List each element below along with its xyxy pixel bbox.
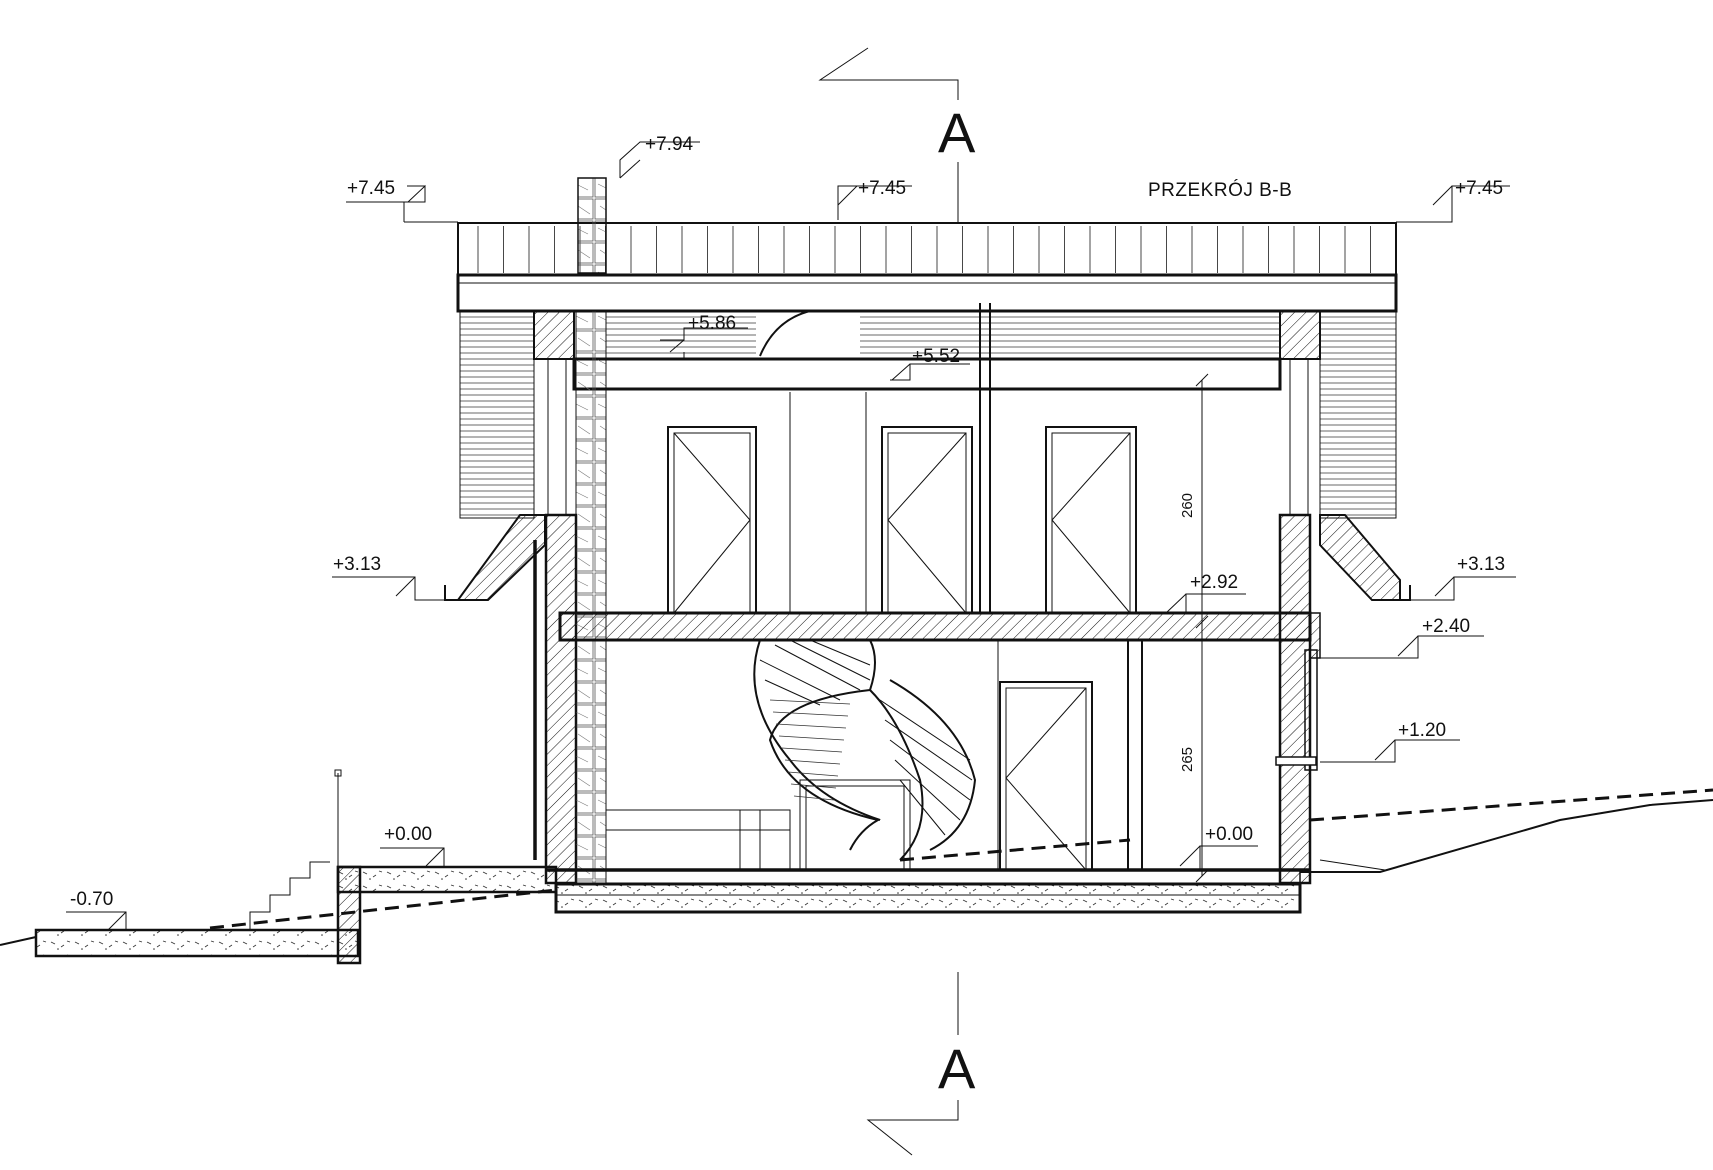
level-roof-right-label: +7.45 (1455, 178, 1503, 199)
level-roof-mid: +7.45 (837, 178, 912, 220)
stair-tread (769, 699, 851, 705)
stair-tread (787, 771, 839, 777)
wall-left (533, 310, 607, 885)
level-ground-floor-label: +0.00 (1205, 824, 1253, 845)
level-roof-right: +7.45 (1396, 178, 1510, 223)
level-chimney-label: +7.94 (645, 134, 694, 155)
stair-tread (784, 759, 841, 765)
level-terrace: +0.00 (380, 824, 445, 867)
level-garden: -0.70 (66, 889, 127, 931)
upper-door-3 (1045, 426, 1137, 614)
section-title: PRZEKRÓJ B-B (1148, 179, 1292, 201)
terrain (0, 788, 1713, 946)
sofa (605, 809, 791, 871)
level-first-floor: +2.92 (1165, 572, 1246, 614)
level-first-floor-label: +2.92 (1190, 572, 1238, 593)
level-window-top-label: +2.40 (1422, 616, 1470, 637)
spiral-stair (753, 639, 977, 861)
stair-tread (772, 711, 849, 717)
dimension-lower: 265 (1179, 622, 1209, 883)
level-chimney: +7.94 (619, 134, 700, 179)
lower-height-label: 265 (1179, 747, 1196, 772)
chimney (577, 177, 607, 274)
level-attic-label: +5.86 (688, 313, 736, 334)
level-roof-left: +7.45 (346, 178, 458, 223)
level-eaves-left: +3.13 (332, 554, 445, 601)
level-attic: +5.86 (660, 313, 748, 358)
level-ceiling-upper: +5.52 (890, 346, 970, 381)
eaves-right (1319, 514, 1411, 601)
section-mark-bottom: A (866, 972, 976, 1156)
stair-tread (778, 735, 845, 741)
upper-door-2 (881, 426, 973, 614)
level-eaves-right-label: +3.13 (1457, 554, 1505, 575)
stair-tread (793, 795, 835, 801)
level-roof-mid-label: +7.45 (858, 178, 906, 199)
lower-opening (799, 779, 911, 871)
lower-door (999, 681, 1093, 871)
section-mark-top: A (818, 47, 976, 242)
terrace (34, 769, 558, 965)
stair-tread (775, 723, 847, 729)
upper-height-label: 260 (1179, 493, 1196, 518)
first-floor-slab (558, 611, 1312, 642)
section-mark-top-label: A (938, 101, 976, 164)
section-mark-bottom-label: A (938, 1037, 976, 1100)
stair-tread (781, 747, 843, 753)
attic-walls (459, 310, 1397, 519)
level-ground-floor: +0.00 (1174, 824, 1258, 871)
level-window-sill-label: +1.20 (1398, 720, 1446, 741)
upper-doors (667, 426, 1137, 614)
ground-slab (546, 868, 1310, 914)
upper-door-1 (667, 426, 757, 614)
level-eaves-left-label: +3.13 (333, 554, 381, 575)
stair-tread (790, 783, 837, 789)
eaves-left (444, 514, 546, 601)
roof (456, 222, 1398, 313)
level-eaves-right: +3.13 (1410, 554, 1516, 601)
level-terrace-label: +0.00 (384, 824, 432, 845)
wall-right (1275, 358, 1321, 885)
level-window-top: +2.40 (1320, 616, 1484, 659)
partitions (789, 303, 1143, 870)
level-roof-left-label: +7.45 (347, 178, 395, 199)
level-garden-label: -0.70 (70, 889, 113, 910)
level-ceiling-upper-label: +5.52 (912, 346, 960, 367)
level-window-sill: +1.20 (1320, 720, 1460, 763)
